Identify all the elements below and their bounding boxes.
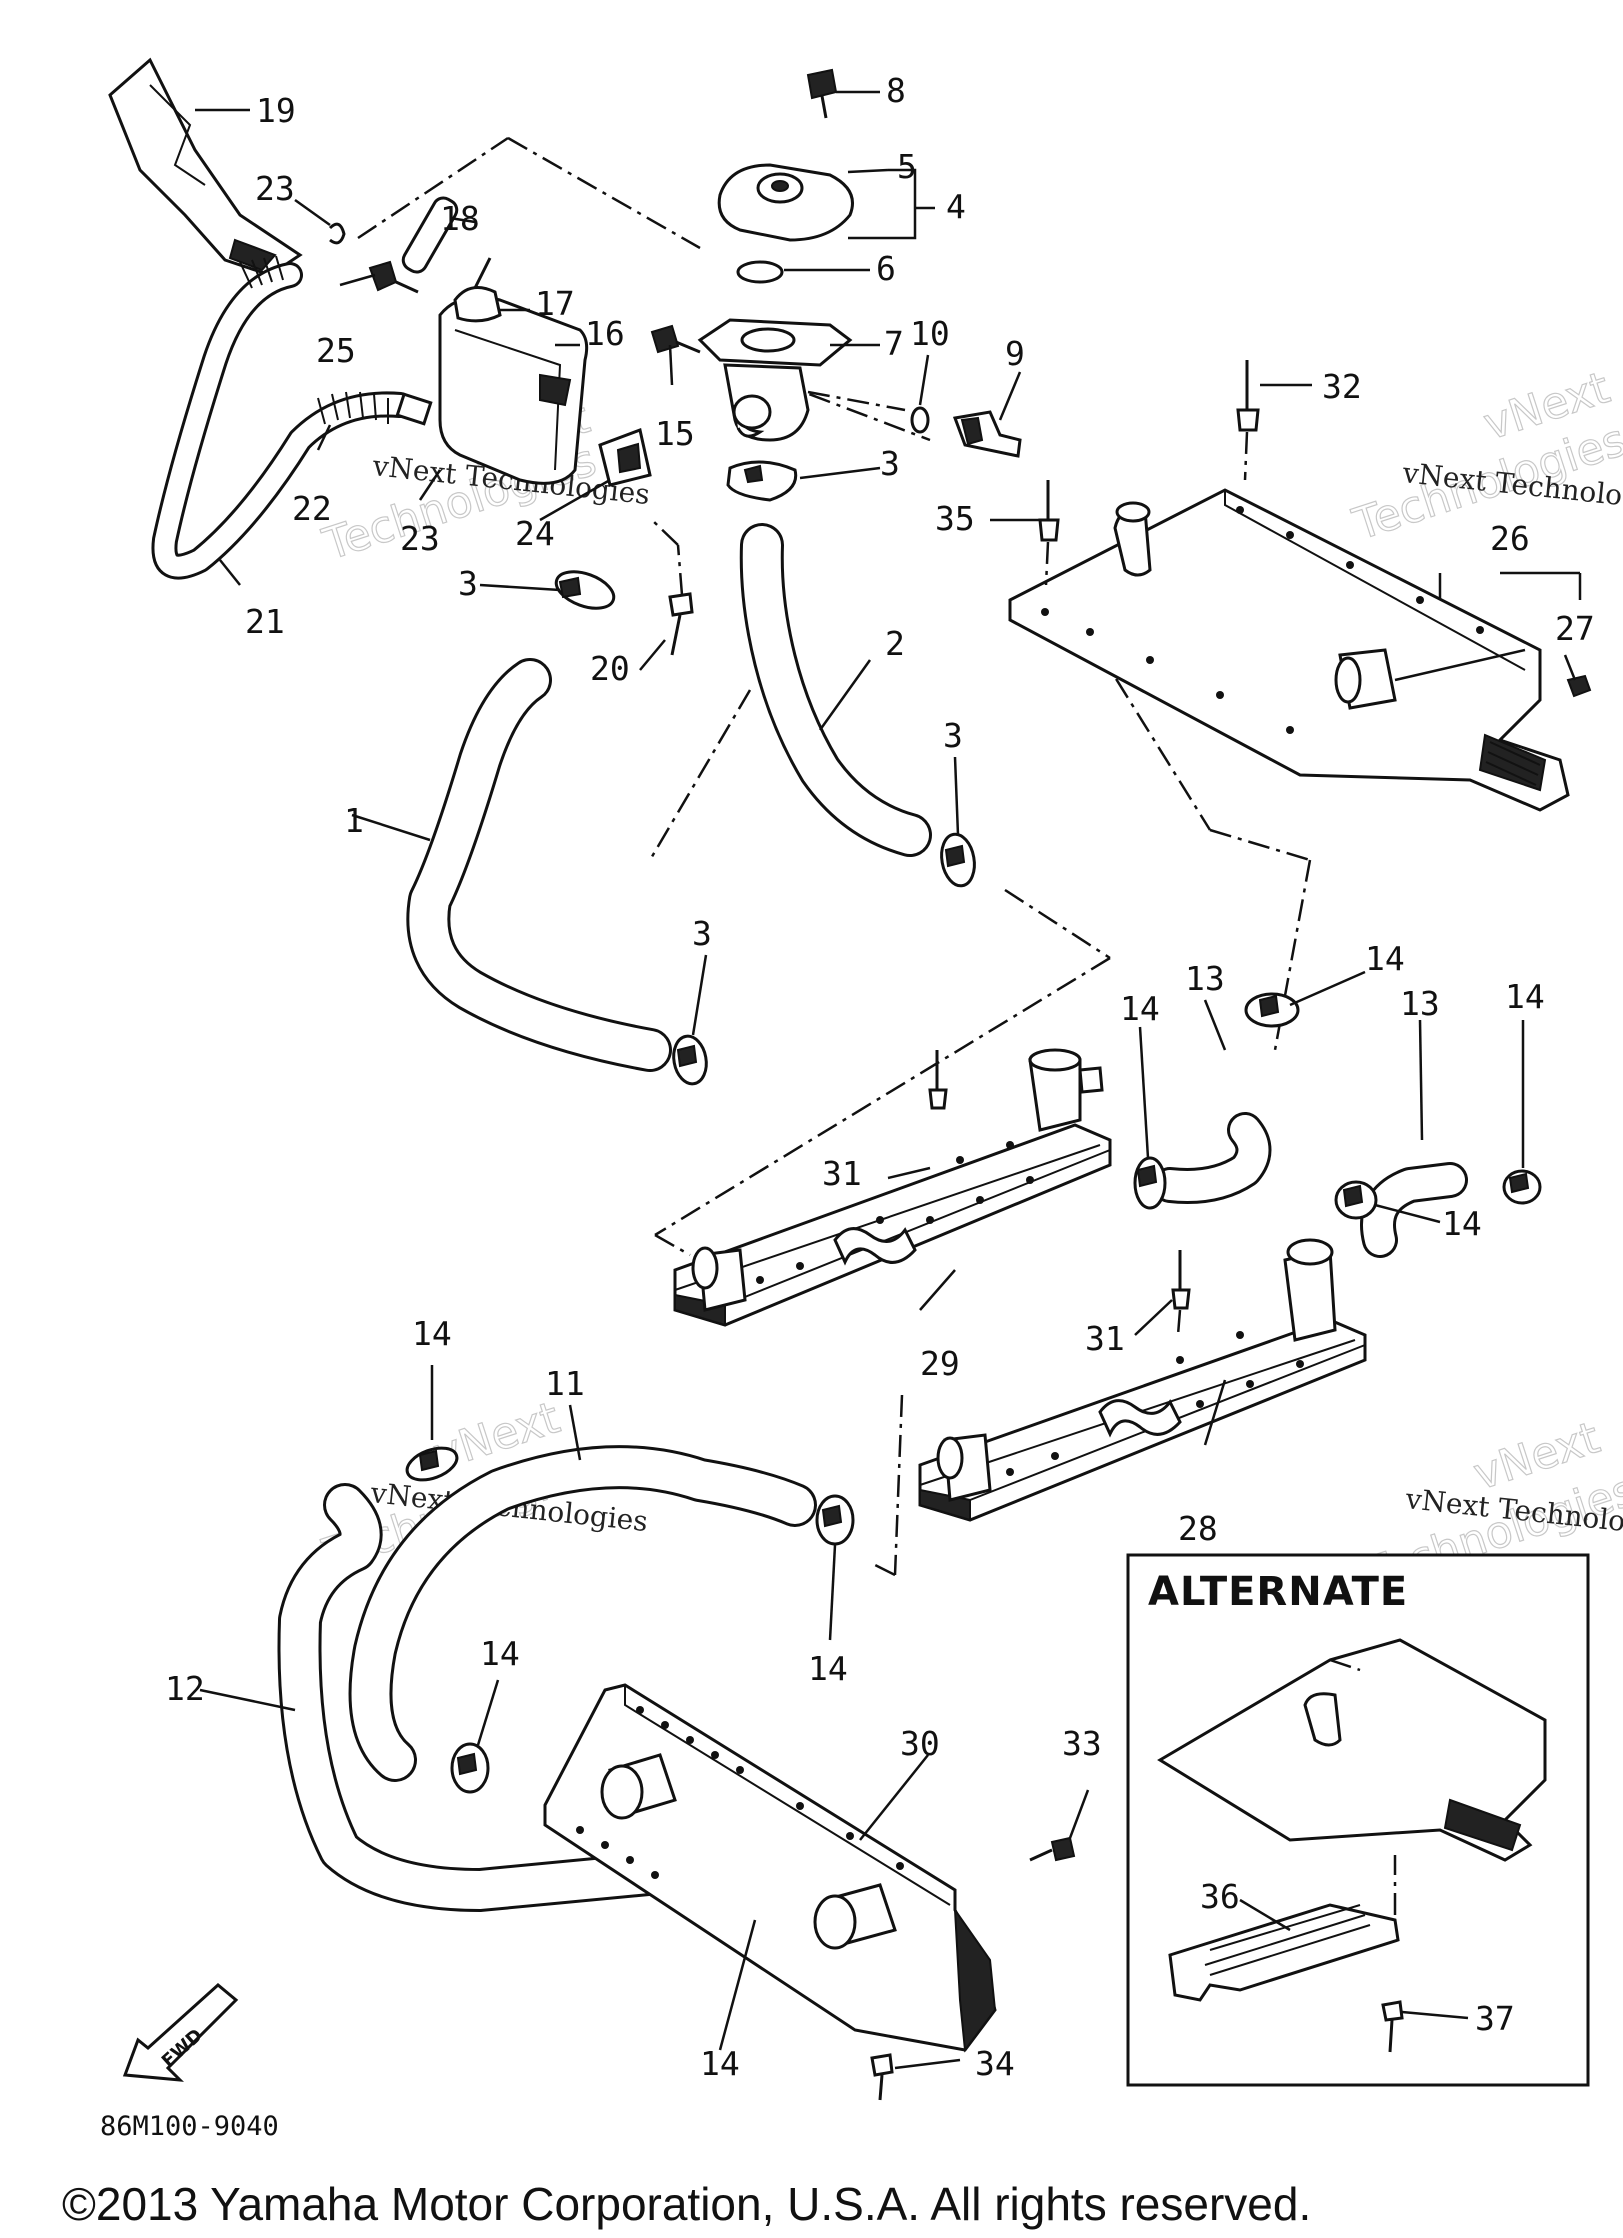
copyright-notice: ©2013 Yamaha Motor Corporation, U.S.A. A… (62, 2178, 1311, 2230)
clamp-23 (328, 222, 346, 245)
hose-18 (401, 196, 459, 274)
part-label-4: 4 (946, 187, 966, 226)
part-label-14: 14 (480, 1634, 520, 1673)
part-label-12: 12 (165, 1669, 205, 1708)
part-label-24: 24 (515, 514, 555, 553)
leader-lines (195, 90, 1582, 2070)
part-label-25: 25 (316, 331, 356, 370)
clamp-14-g (450, 1742, 490, 1794)
hoses (277, 523, 1468, 1912)
clamp-3-mid (940, 832, 976, 888)
bolt-31a (928, 1050, 948, 1110)
part-label-27: 27 (1555, 609, 1595, 648)
watermarks: vNext Technologies vNext Technologies vN… (316, 362, 1623, 1602)
bolt-31b (1171, 1250, 1191, 1336)
clamp-3-lower (672, 1034, 708, 1086)
bolt-35 (1038, 480, 1060, 586)
part-label-14: 14 (700, 2044, 740, 2083)
part-label-3: 3 (692, 914, 712, 953)
part-label-2: 2 (885, 624, 905, 663)
part-label-20: 20 (590, 649, 630, 688)
part-label-11: 11 (545, 1364, 585, 1403)
clamp-14-a (1133, 1156, 1167, 1210)
cooler-30 (543, 1683, 997, 2053)
clamp-3-left (554, 570, 616, 610)
part-label-3: 3 (880, 444, 900, 483)
cap-17 (453, 286, 502, 323)
clamp-14-b (1244, 992, 1300, 1028)
nut-27 (1566, 674, 1592, 698)
part-label-34: 34 (975, 2044, 1015, 2083)
cooler-29 (673, 1048, 1112, 1327)
part-label-1: 1 (344, 801, 364, 840)
bolt-8 (806, 68, 838, 100)
part-label-16: 16 (585, 314, 625, 353)
bolt-33 (1029, 1836, 1076, 1862)
washer-10 (910, 406, 930, 434)
cooler-26 (1008, 488, 1570, 812)
bolt-15 (650, 324, 680, 354)
thermostat-assembly (650, 68, 1022, 502)
clamp-14-f (815, 1494, 855, 1546)
cooler-28 (918, 1238, 1367, 1522)
part-label-14: 14 (412, 1314, 452, 1353)
part-label-8: 8 (886, 71, 906, 110)
part-label-30: 30 (900, 1724, 940, 1763)
part-label-29: 29 (920, 1344, 960, 1383)
part-label-31: 31 (822, 1154, 862, 1193)
diagram-code: 86M100-9040 (100, 2111, 279, 2142)
part-label-28: 28 (1178, 1509, 1218, 1548)
bolt-37 (1381, 2000, 1404, 2022)
part-label-31: 31 (1085, 1319, 1125, 1358)
part-label-3: 3 (458, 564, 478, 603)
part-label-14: 14 (808, 1649, 848, 1688)
part-label-37: 37 (1475, 1999, 1515, 2038)
bolt-34 (870, 2053, 894, 2101)
part-label-13: 13 (1400, 984, 1440, 1023)
o-ring-6 (736, 260, 784, 284)
alternate-box: ALTERNATE (1126, 1553, 1590, 2087)
alternate-title: ALTERNATE (1148, 1569, 1408, 1615)
part-labels-visible: 1 2 3 3 3 3 4 5 6 7 8 9 10 11 12 13 13 1… (165, 71, 1595, 2083)
guide-lines-top (357, 136, 1312, 1577)
bolt-32 (1236, 360, 1260, 481)
part-label-9: 9 (1005, 334, 1025, 373)
part-label-22: 22 (292, 489, 332, 528)
part-label-19: 19 (256, 91, 296, 130)
part-label-14: 14 (1505, 977, 1545, 1016)
part-label-13: 13 (1185, 959, 1225, 998)
part-label-14: 14 (1442, 1204, 1482, 1243)
part-label-33: 33 (1062, 1724, 1102, 1763)
part-label-5: 5 (897, 147, 917, 186)
part-label-14: 14 (1365, 939, 1405, 978)
part-label-18: 18 (440, 199, 480, 238)
part-label-23: 23 (255, 169, 295, 208)
part-label-6: 6 (876, 249, 896, 288)
clamp-14-e (405, 1446, 459, 1482)
part-label-35: 35 (935, 499, 975, 538)
clamp-14-d (1334, 1180, 1378, 1220)
part-label-36: 36 (1200, 1877, 1240, 1916)
part-label-10: 10 (910, 314, 950, 353)
fwd-arrow: FWD (122, 1983, 239, 2082)
part-label-21: 21 (245, 602, 285, 641)
part-label-23: 23 (400, 519, 440, 558)
part-label-26: 26 (1490, 519, 1530, 558)
part-label-3: 3 (943, 716, 963, 755)
bolt-20 (668, 592, 694, 617)
part-label-15: 15 (655, 414, 695, 453)
clamp-14-c (1502, 1169, 1542, 1205)
part-label-14: 14 (1120, 989, 1160, 1028)
reservoir-assembly (108, 57, 694, 656)
part-label-32: 32 (1322, 367, 1362, 406)
part-label-7: 7 (884, 324, 904, 363)
part-label-17: 17 (535, 284, 575, 323)
